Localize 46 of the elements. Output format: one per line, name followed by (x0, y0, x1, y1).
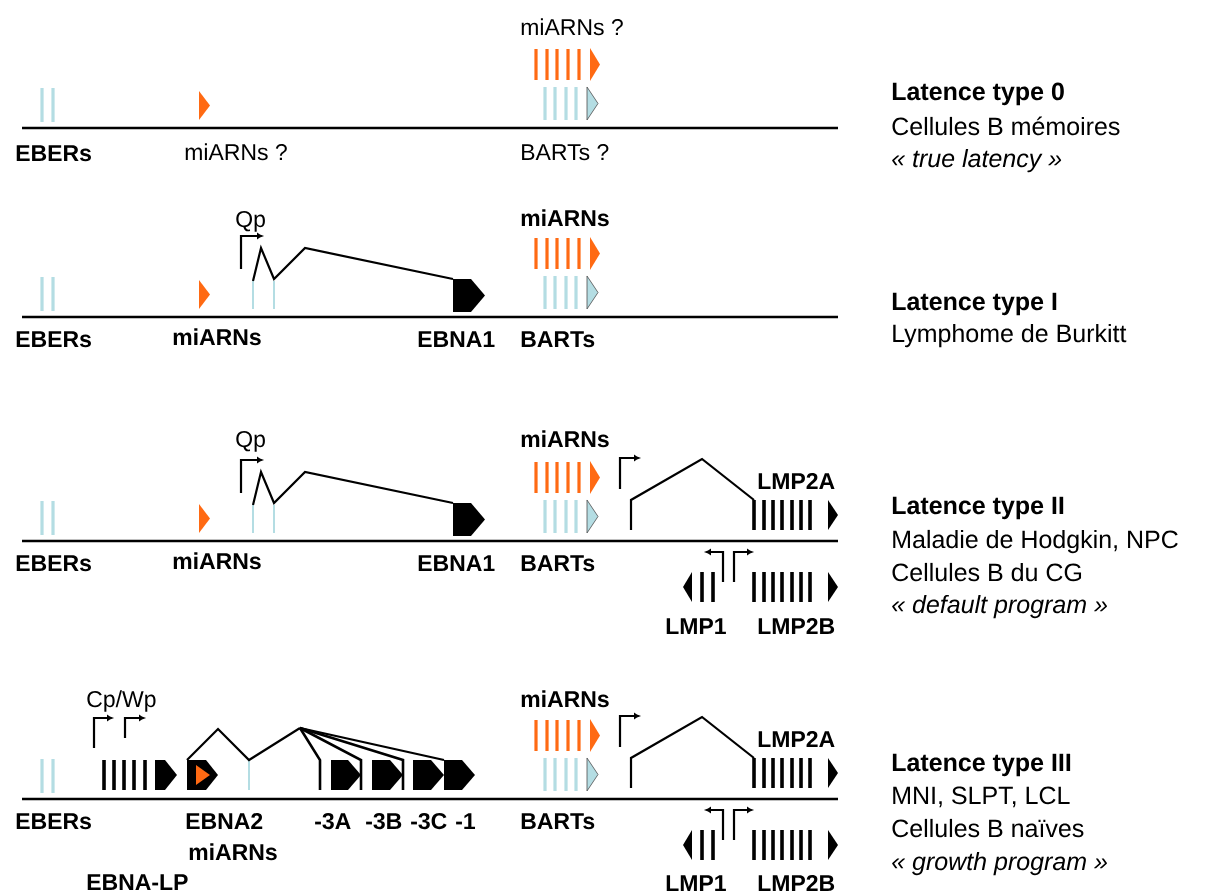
gene-label: EBNA-LP (87, 874, 188, 890)
gene-label: EBERs (16, 331, 91, 348)
gene-label: -1 (456, 813, 475, 829)
gene-label: LMP2A (758, 472, 835, 489)
program-note: « default program » (892, 594, 1107, 619)
gene-label: EBNA2 (186, 812, 263, 829)
cell-type-text: Cellules B naïves (892, 818, 1084, 838)
gene-label: EBNA1 (418, 331, 495, 347)
gene-label: LMP2B (758, 617, 835, 634)
latency-type-heading: Latence type III (892, 753, 1071, 777)
gene-label: BARTs (521, 813, 595, 830)
rna-label: miARNs ? (185, 143, 287, 161)
gene-label: LMP1 (666, 875, 726, 891)
cell-type-text: Cellules B mémoires (892, 116, 1120, 136)
latency-type-heading: Latence type I (892, 292, 1057, 316)
cell-type-text: MNI, SLPT, LCL (893, 786, 1070, 808)
gene-label: BARTs (521, 331, 595, 348)
cell-type-text: Cellules B du CG (892, 562, 1082, 582)
rna-label: miARNs (173, 328, 261, 346)
gene-label: -3A (315, 812, 351, 830)
gene-label: LMP2A (758, 730, 835, 747)
rna-label: miARNs ? (521, 18, 623, 36)
gene-label: BARTs (521, 555, 595, 572)
gene-label: EBERs (16, 555, 91, 572)
program-note: « growth program » (892, 851, 1107, 876)
gene-label: EBERs (16, 145, 91, 162)
gene-label: -3B (366, 812, 402, 830)
latency-type-heading: Latence type 0 (892, 82, 1064, 106)
gene-label: LMP1 (666, 618, 726, 634)
rna-label: miARNs (521, 690, 609, 708)
rna-label: miARNs (173, 552, 261, 570)
rna-label: miARNs (521, 209, 609, 227)
gene-label: -3C (411, 812, 447, 830)
rna-label: BARTs ? (522, 143, 609, 161)
program-note: « true latency » (892, 148, 1062, 173)
promoter-label: Qp (236, 210, 265, 232)
latency-type-heading: Latence type II (892, 496, 1064, 520)
rna-label: miARNs (521, 430, 609, 448)
gene-label: LMP2B (758, 874, 835, 891)
gene-label: EBERs (16, 813, 91, 830)
cell-type-text: Lymphome de Burkitt (893, 323, 1127, 348)
cell-type-text: Maladie de Hodgkin, NPC (893, 529, 1178, 554)
promoter-label: Qp (236, 430, 265, 452)
rna-label: miARNs (189, 843, 277, 861)
gene-label: EBNA1 (418, 555, 495, 571)
promoter-label: Cp/Wp (87, 690, 156, 712)
